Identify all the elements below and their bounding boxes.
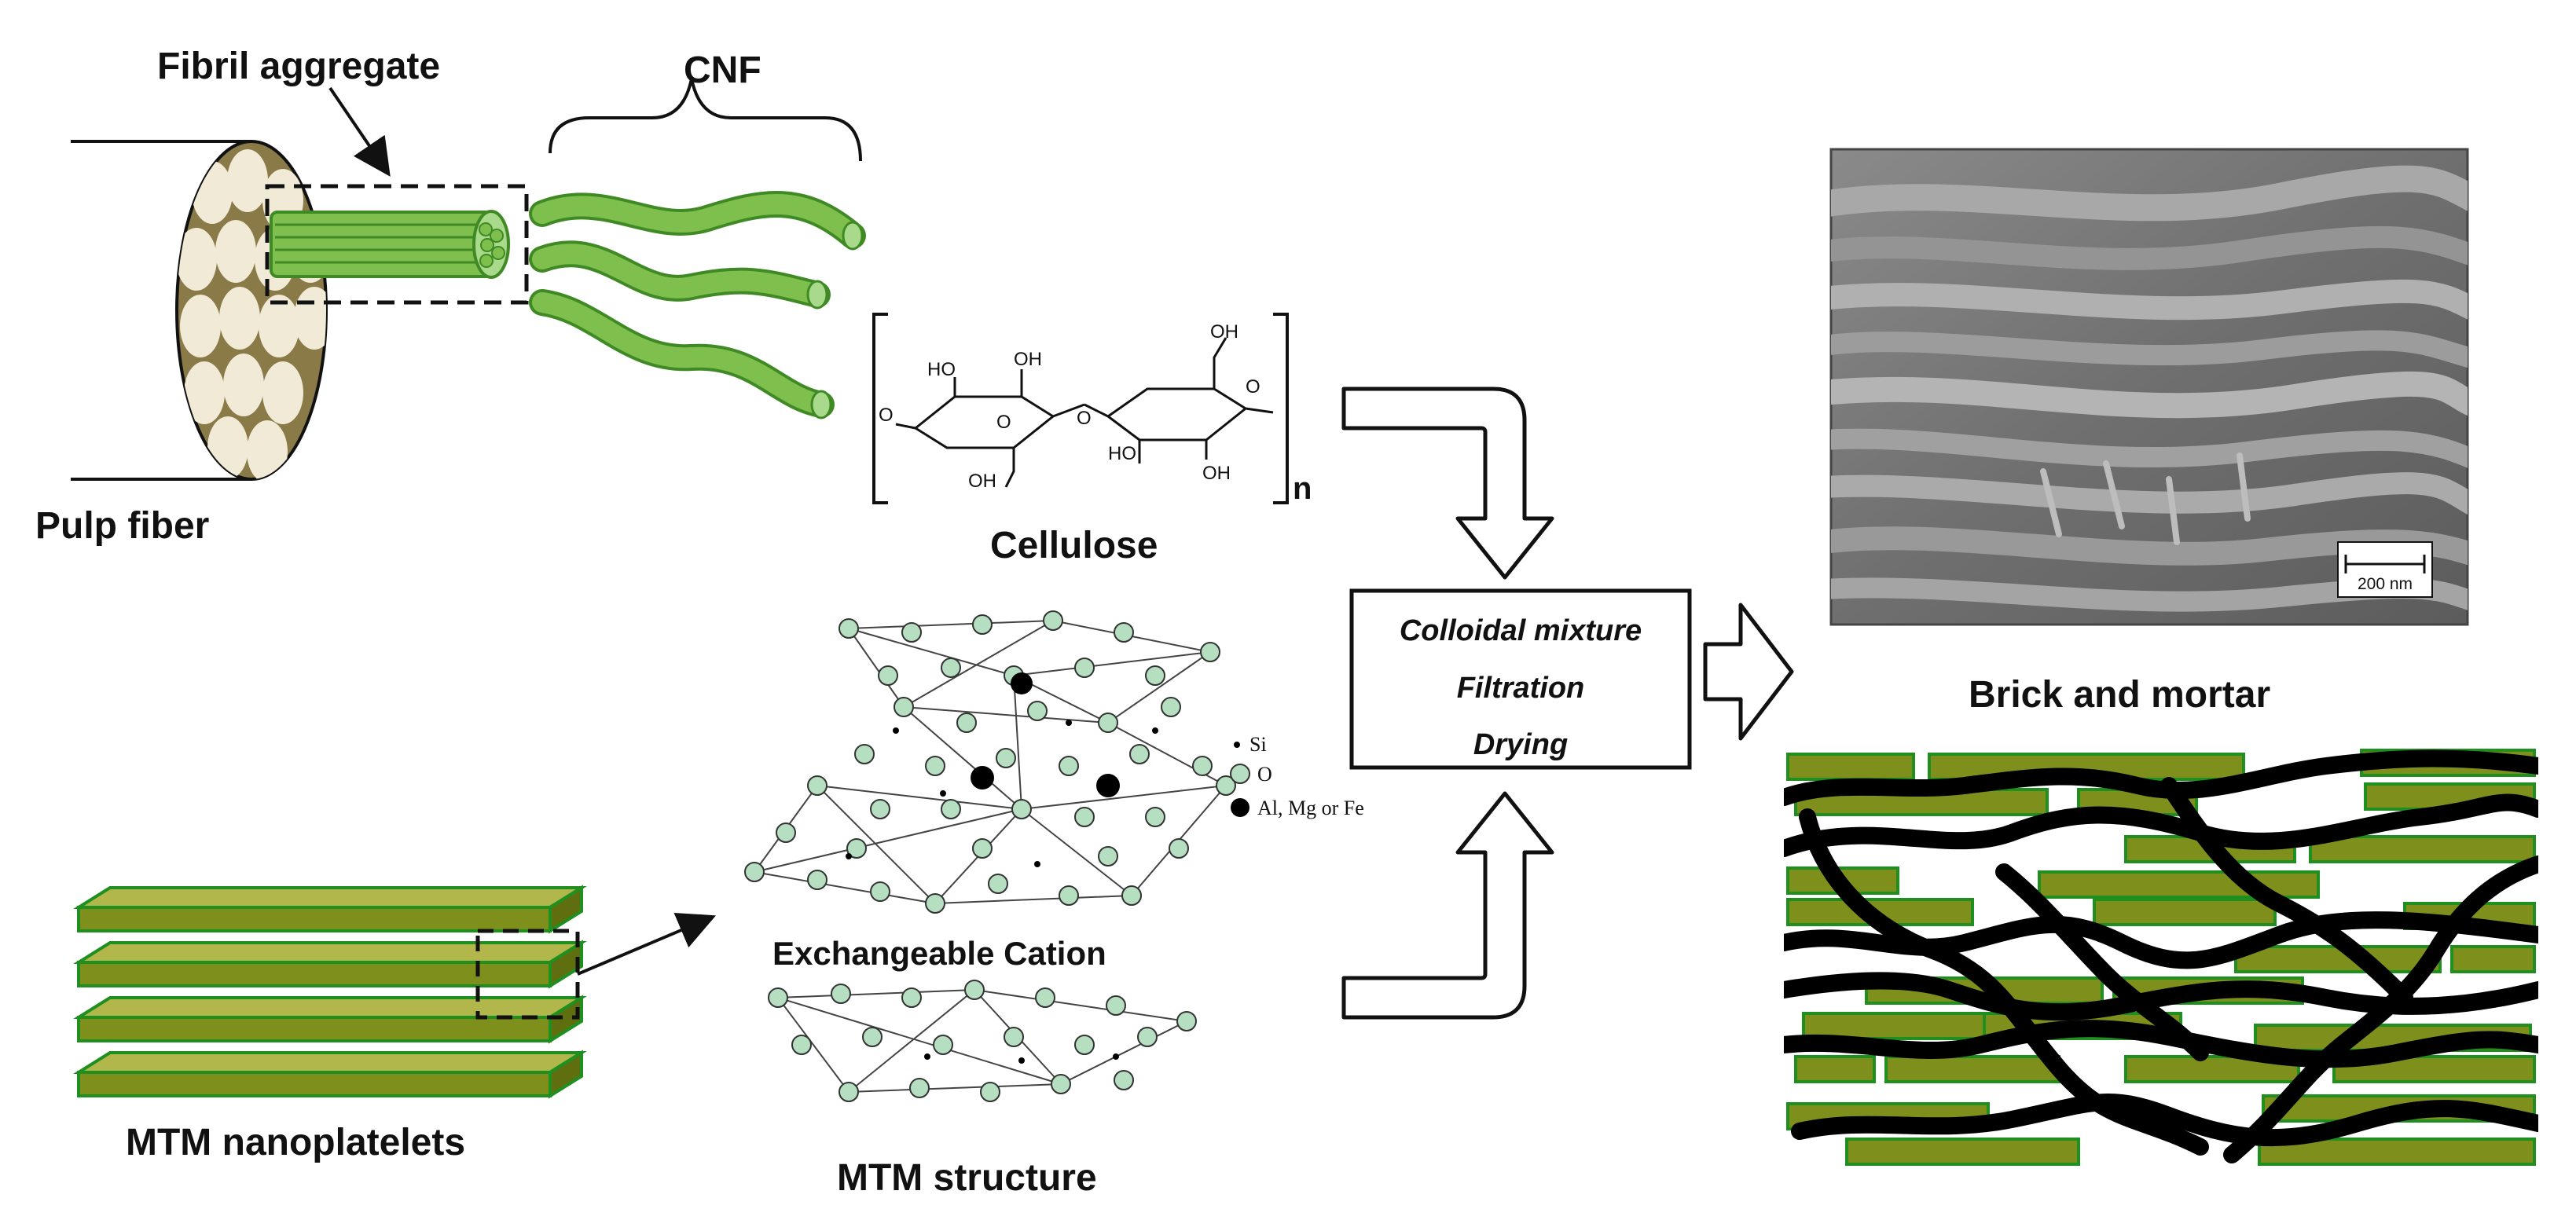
nanoplatelet — [73, 995, 587, 1044]
process-box — [1349, 588, 1692, 770]
legend-o: O — [1257, 763, 1272, 786]
brick-and-mortar-label: Brick and mortar — [1969, 674, 2270, 716]
process-step: Drying — [1473, 728, 1568, 761]
mtm-cations — [846, 672, 1158, 1064]
mtm-crystal-structure — [753, 619, 1229, 1094]
brick-and-mortar-schematic — [1784, 749, 2538, 1166]
cnf-label: CNF — [684, 49, 761, 91]
bottom-input-arrow — [1341, 791, 1554, 1020]
nanoplatelet — [73, 885, 587, 934]
cellulose-label: Cellulose — [990, 525, 1158, 566]
cellulose-structure: O HO OH O OH O OH O HO OH n — [872, 313, 1312, 506]
glucose-ring-right — [1106, 387, 1248, 441]
chem-group: HO — [1108, 443, 1136, 464]
nanoplatelet — [73, 940, 587, 989]
zoom-region-box — [475, 929, 580, 1020]
cnf-mortar — [1784, 749, 2538, 1163]
mtm-structure-label: MTM structure — [837, 1157, 1097, 1199]
legend-si: Si — [1249, 733, 1267, 756]
scale-bar-label: 200 nm — [2358, 575, 2413, 593]
polymer-index: n — [1293, 471, 1312, 506]
legend-metal: Al, Mg or Fe — [1257, 797, 1364, 819]
chem-group: OH — [1014, 349, 1042, 370]
mtm-nanoplatelets-label: MTM nanoplatelets — [126, 1122, 465, 1163]
cnf-fibrils — [529, 190, 866, 419]
process-step: Colloidal mixture — [1400, 614, 1642, 647]
mtm-legend: Si O Al, Mg or Fe — [1230, 733, 1364, 819]
zoom-arrow — [577, 912, 717, 976]
process-step: Filtration — [1457, 672, 1585, 705]
glucose-ring-left — [913, 395, 1055, 449]
chem-group: OH — [1210, 321, 1238, 343]
cnf-brace — [549, 78, 862, 162]
chem-group: O — [1077, 408, 1092, 429]
fibril-aggregate — [270, 210, 510, 279]
nanoplatelet — [73, 1050, 587, 1099]
chem-group: O — [996, 412, 1011, 433]
pulp-fiber — [71, 140, 529, 481]
right-bracket — [1273, 313, 1289, 504]
sem-micrograph: 200 nm — [1829, 148, 2469, 626]
chem-group: O — [1246, 376, 1260, 398]
fibril-aggregate-label: Fibril aggregate — [157, 46, 440, 87]
chem-group: HO — [927, 359, 956, 380]
output-arrow — [1703, 603, 1794, 741]
chem-group: O — [879, 405, 894, 426]
left-bracket — [872, 313, 888, 504]
mtm-atoms — [744, 610, 1236, 1102]
mtm-nanoplatelets — [73, 885, 587, 1099]
cnf-fibril — [529, 190, 866, 251]
fibril-aggregate-pointer — [328, 86, 391, 177]
chem-group: OH — [968, 471, 996, 492]
cnf-fibril — [529, 240, 831, 310]
exchangeable-cation-label: Exchangeable Cation — [772, 935, 1106, 972]
chem-group: OH — [1202, 463, 1231, 484]
pulp-fiber-label: Pulp fiber — [35, 505, 209, 547]
cnf-fibril — [529, 289, 835, 419]
top-input-arrow — [1341, 387, 1554, 580]
